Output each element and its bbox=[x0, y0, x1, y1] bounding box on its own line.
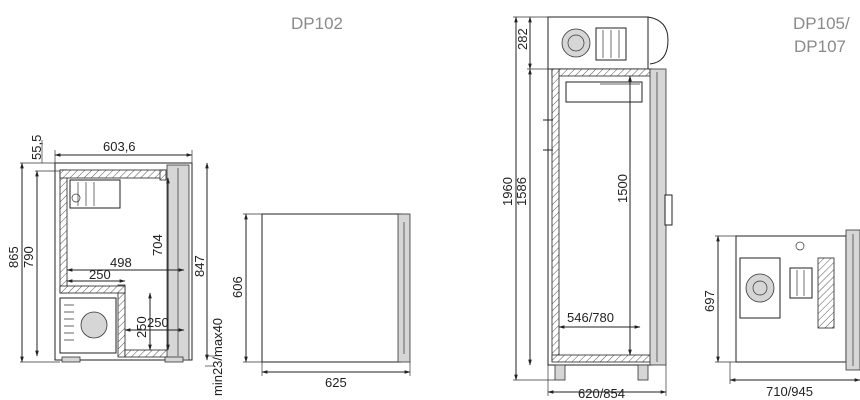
dim-710-945: 710/945 bbox=[766, 384, 813, 399]
dim-603-6: 603,6 bbox=[103, 139, 136, 154]
dp105-door bbox=[649, 68, 667, 366]
title-dp105-line2: DP107 bbox=[794, 37, 846, 56]
dim-250-upper: 250 bbox=[89, 267, 111, 282]
dim-282: 282 bbox=[515, 28, 530, 50]
dim-1960: 1960 bbox=[500, 177, 515, 206]
title-dp102: DP102 bbox=[291, 14, 343, 33]
dim-790: 790 bbox=[21, 246, 36, 268]
dim-1586: 1586 bbox=[514, 177, 529, 206]
dp105-side-section bbox=[513, 16, 673, 396]
dp105-top-view bbox=[715, 229, 860, 384]
dim-606: 606 bbox=[230, 276, 245, 298]
dp105-handle bbox=[664, 194, 673, 226]
title-dp105-line1: DP105/ bbox=[793, 14, 850, 33]
dim-250-vertical: 250 bbox=[134, 316, 149, 338]
dim-250-lower: 250 bbox=[147, 315, 169, 330]
dim-697: 697 bbox=[702, 290, 717, 312]
dim-498: 498 bbox=[110, 255, 132, 270]
dp105-top-curve bbox=[647, 16, 669, 65]
dp105-evaporator bbox=[565, 81, 643, 103]
dim-704: 704 bbox=[150, 234, 165, 256]
dim-546-780: 546/780 bbox=[567, 310, 614, 325]
dp105-top-compressor bbox=[745, 273, 775, 303]
dim-1500: 1500 bbox=[615, 174, 630, 203]
dim-620-854: 620/854 bbox=[578, 386, 625, 400]
dp105-compressor bbox=[561, 28, 591, 58]
dim-625: 625 bbox=[325, 375, 347, 390]
dp102-side-section bbox=[20, 140, 215, 367]
dp105-cabinet-outline bbox=[547, 68, 653, 366]
dim-min-max: min23/max40 bbox=[210, 318, 225, 396]
dim-55-5: 55,5 bbox=[29, 135, 44, 160]
dp102-compressor bbox=[80, 311, 108, 339]
dim-865: 865 bbox=[6, 246, 21, 268]
dim-847: 847 bbox=[192, 255, 207, 277]
dp102-top-view bbox=[243, 213, 411, 376]
dp102-top-outline bbox=[261, 213, 402, 363]
